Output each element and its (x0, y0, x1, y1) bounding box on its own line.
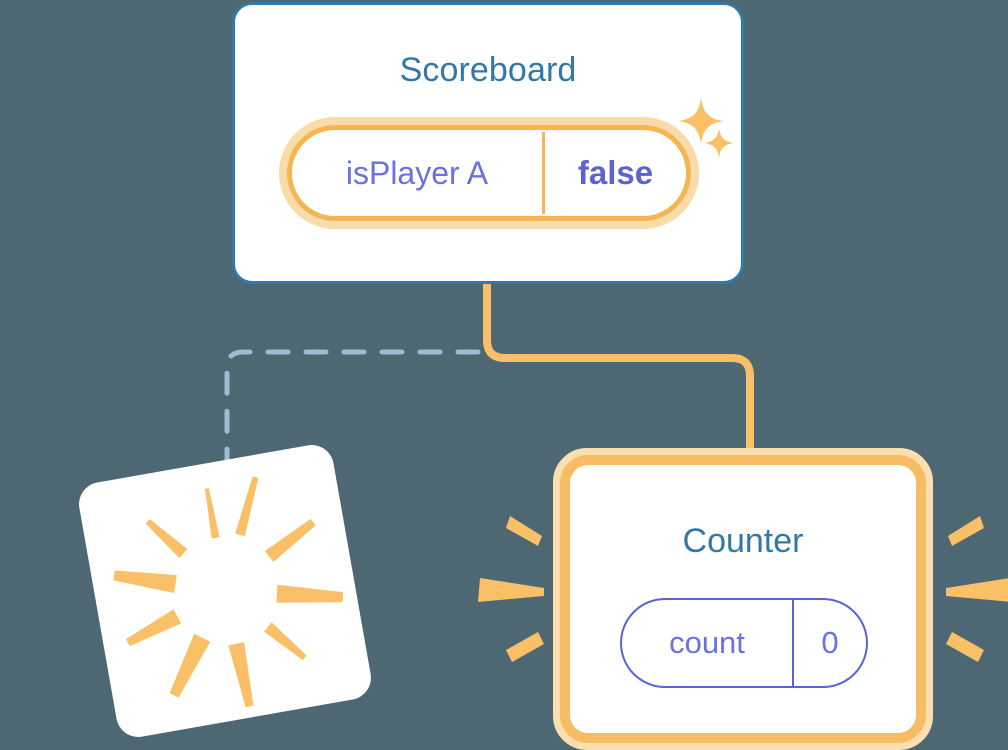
blank-card[interactable] (75, 441, 375, 741)
state-pill-value: false (577, 154, 654, 191)
connector-scoreboard-to-blank-card (224, 349, 481, 471)
count-pill-value: 0 (821, 625, 839, 660)
counter-burst-right-icon (946, 516, 1008, 662)
counter-card[interactable]: Counter count 0 (560, 455, 926, 743)
scoreboard-title: Scoreboard (399, 51, 577, 89)
state-pill-highlight-halo (279, 117, 699, 229)
count-pill-key: count (669, 625, 745, 660)
counter-burst-left-icon (478, 516, 544, 662)
count-pill-divider (792, 600, 794, 686)
state-pill-divider (542, 132, 545, 214)
state-pill-key: isPlayer A (345, 154, 489, 191)
counter-title: Counter (682, 522, 804, 560)
counter-card-highlight-halo (553, 448, 933, 750)
scoreboard-card[interactable]: Scoreboard isPlayer A false (232, 2, 744, 284)
state-pill-body[interactable]: isPlayer A false (287, 125, 691, 221)
scoreboard-state-pill[interactable]: isPlayer A false (279, 117, 699, 229)
connector-scoreboard-to-counter (483, 280, 754, 459)
counter-card-wrapper[interactable]: Counter count 0 (553, 448, 933, 750)
counter-state-pill[interactable]: count 0 (620, 598, 868, 688)
blank-card-burst-icon (113, 476, 344, 708)
